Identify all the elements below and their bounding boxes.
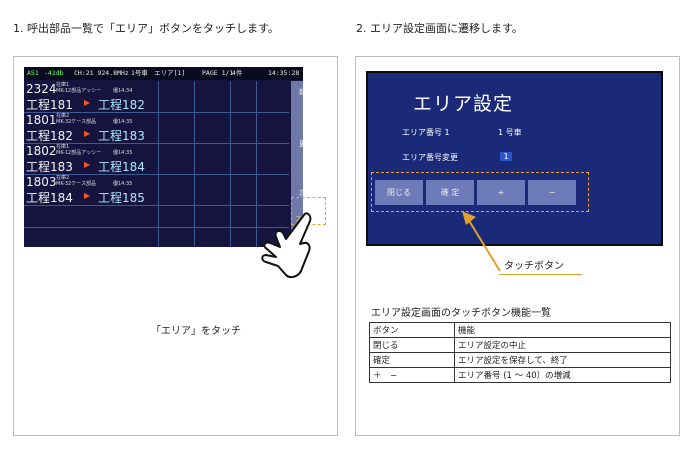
close-button[interactable]: 閉じる: [375, 180, 423, 205]
confirm-button[interactable]: 確 定: [426, 180, 474, 205]
part-name: MK-32ケース部品: [56, 181, 96, 187]
from-process: 工程183: [26, 160, 73, 174]
to-process: 工程182: [98, 98, 145, 112]
arrow-right-icon: ▶: [84, 191, 91, 200]
step2-panel: エリア設定 エリア番号 1 1 号車 エリア番号変更 1 閉じる 確 定 + −…: [355, 56, 680, 436]
table-cell: ＋ −: [369, 367, 455, 383]
part-name: MK-12部品アッシー: [56, 88, 102, 94]
function-table-title: エリア設定画面のタッチボタン機能一覧: [371, 308, 551, 319]
priority-time: 優14:34: [113, 88, 133, 94]
area-number-label: エリア番号 1: [402, 128, 450, 137]
status-signal: -42db: [44, 69, 64, 77]
step1-title: 1. 呼出部品一覧で「エリア」ボタンをタッチします。: [13, 22, 279, 35]
caption-underline: [499, 274, 582, 275]
part-number: 1802: [26, 144, 57, 158]
hand-pointer-icon: [261, 212, 312, 279]
to-process: 工程184: [98, 160, 145, 174]
minus-button[interactable]: −: [528, 180, 576, 205]
area-setting-screen: エリア設定 エリア番号 1 1 号車 エリア番号変更 1 閉じる 確 定 + −: [366, 71, 663, 246]
list-item[interactable]: 1801 在庫2 MK-32ケース部品 優14:35 工程182 ▶ 工程183: [24, 112, 158, 143]
area-change-label: エリア番号変更: [402, 153, 458, 162]
table-row: 閉じる エリア設定の中止: [369, 337, 671, 353]
table-cell: エリア設定の中止: [454, 337, 671, 353]
area-number-value: 1 号車: [498, 128, 522, 137]
step2-title: 2. エリア設定画面に遷移します。: [356, 22, 523, 35]
down-button[interactable]: ▼: [294, 162, 304, 172]
table-header-cell: ボタン: [369, 322, 455, 338]
prev-page-button[interactable]: 前頁: [299, 88, 303, 96]
arrow-right-icon: ▶: [84, 160, 91, 169]
stock-label: 在庫1: [56, 144, 70, 150]
stock-label: 在庫2: [56, 175, 70, 181]
arrow-right-icon: ▶: [84, 98, 91, 107]
part-number: 2324: [26, 82, 57, 96]
from-process: 工程181: [26, 98, 73, 112]
table-header-row: ボタン 機能: [369, 322, 671, 338]
status-antenna: AS1: [27, 69, 39, 77]
table-cell: 閉じる: [369, 337, 455, 353]
priority-time: 優14:35: [113, 181, 133, 187]
table-header-cell: 機能: [454, 322, 671, 338]
arrow-right-icon: ▶: [84, 129, 91, 138]
touch-buttons-highlight: [371, 172, 589, 212]
status-bar: AS1 -42db CH:21 924.8MHz 1号車 エリア[1] PAGE…: [24, 67, 303, 80]
plus-button[interactable]: +: [477, 180, 525, 205]
step1-caption: 「エリア」をタッチ: [151, 326, 241, 337]
side-button-column: [291, 81, 303, 247]
status-time: 14:35:28: [268, 69, 300, 77]
table-row: ＋ − エリア番号 (1 ～ 40）の増減: [369, 367, 671, 383]
list-item[interactable]: 1803 在庫2 MK-32ケース部品 優14:35 工程184 ▶ 工程185: [24, 174, 158, 205]
stock-label: 在庫2: [56, 113, 70, 119]
status-area: エリア[1]: [154, 69, 186, 77]
part-name: MK-12部品アッシー: [56, 150, 102, 156]
table-cell: 確定: [369, 352, 455, 368]
to-process: 工程183: [98, 129, 145, 143]
grid-line: [256, 81, 257, 247]
refresh-button[interactable]: 更新: [299, 140, 303, 148]
part-number: 1803: [26, 175, 57, 189]
table-row: 確定 エリア設定を保存して、終了: [369, 352, 671, 368]
list-item[interactable]: 2324 在庫1 MK-12部品アッシー 優14:34 工程181 ▶ 工程18…: [24, 81, 158, 112]
stock-label: 在庫1: [56, 82, 70, 88]
touch-button-caption: タッチボタン: [504, 261, 564, 272]
step1-panel: AS1 -42db CH:21 924.8MHz 1号車 エリア[1] PAGE…: [13, 56, 338, 436]
status-page: PAGE 1/1: [202, 69, 234, 77]
grid-line: [194, 81, 195, 247]
grid-line: [24, 174, 289, 175]
function-table: ボタン 機能 閉じる エリア設定の中止 確定 エリア設定を保存して、終了 ＋ −…: [369, 322, 671, 383]
priority-time: 優14:35: [113, 150, 133, 156]
list-item[interactable]: 1802 在庫1 MK-12部品アッシー 優14:35 工程183 ▶ 工程18…: [24, 143, 158, 174]
from-process: 工程184: [26, 191, 73, 205]
status-count: 4件: [232, 69, 243, 77]
area-button[interactable]: エリア: [295, 215, 304, 223]
priority-time: 優14:35: [113, 119, 133, 125]
up-button[interactable]: ▲: [294, 111, 304, 121]
callout-arrow-icon: [462, 211, 501, 272]
area-change-value: 1: [500, 152, 512, 161]
parts-list-screen: AS1 -42db CH:21 924.8MHz 1号車 エリア[1] PAGE…: [24, 67, 303, 247]
grid-line: [158, 81, 159, 247]
status-channel: CH:21 924.8MHz: [74, 69, 129, 77]
table-cell: エリア番号 (1 ～ 40）の増減: [454, 367, 671, 383]
next-page-button[interactable]: 次頁: [299, 189, 303, 197]
part-name: MK-32ケース部品: [56, 119, 96, 125]
to-process: 工程185: [98, 191, 145, 205]
grid-line: [230, 81, 231, 247]
grid-line: [24, 227, 289, 228]
part-number: 1801: [26, 113, 57, 127]
screen-title: エリア設定: [413, 93, 514, 115]
status-car: 1号車: [131, 69, 148, 77]
grid-line: [24, 205, 289, 206]
grid-line: [24, 112, 289, 113]
from-process: 工程182: [26, 129, 73, 143]
grid-line: [24, 143, 289, 144]
table-cell: エリア設定を保存して、終了: [454, 352, 671, 368]
